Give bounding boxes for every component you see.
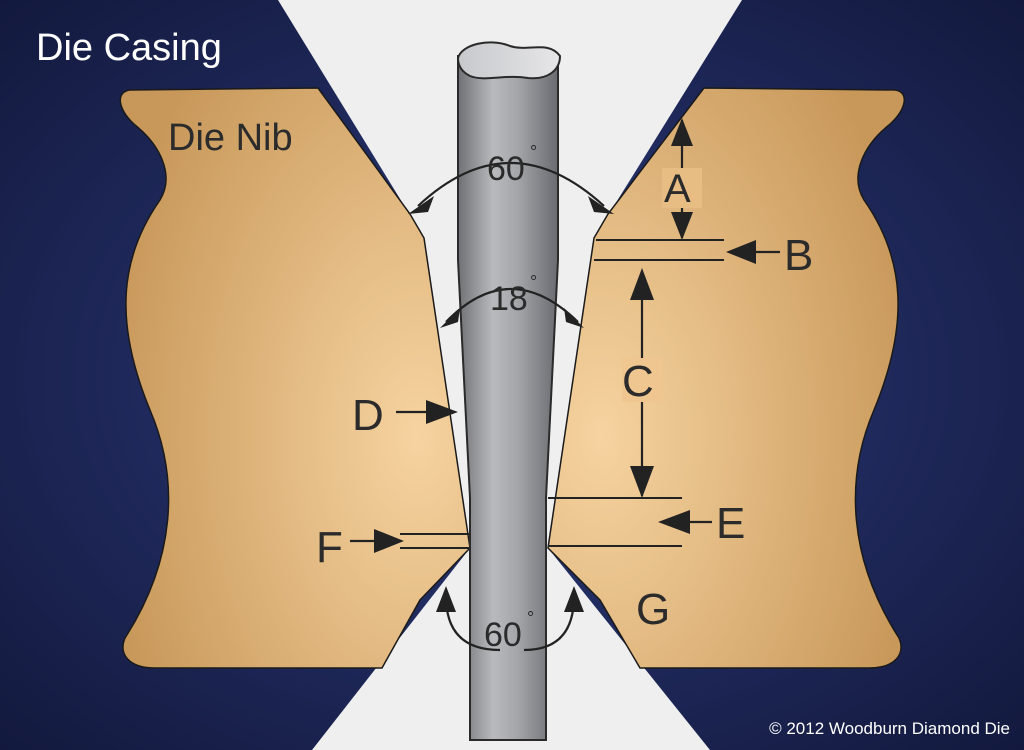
- arrow-head: [630, 466, 654, 498]
- arrow-head: [630, 268, 654, 300]
- zone-g-label: G: [636, 585, 670, 634]
- wire: [457, 55, 559, 741]
- arrow-head: [374, 529, 404, 553]
- entrance-angle-label: 60: [487, 150, 525, 188]
- die-nib-left: [119, 87, 471, 669]
- wire-end: [456, 41, 562, 80]
- zone-f-label: F: [316, 523, 343, 572]
- arrow-head: [426, 400, 458, 424]
- arrow-head: [564, 586, 584, 612]
- exit-angle-degree: °: [527, 608, 534, 628]
- die-nib-right: [547, 87, 905, 669]
- zone-a-label: A: [664, 167, 691, 211]
- zone-c-label: C: [622, 357, 654, 406]
- diagram-title: Die Casing: [36, 27, 222, 69]
- entrance-angle-degree: °: [530, 142, 537, 162]
- exit-angle-label: 60: [484, 616, 522, 654]
- reduction-angle-degree: °: [530, 272, 537, 292]
- arrow-head: [726, 240, 756, 264]
- arrow-head: [436, 586, 456, 612]
- arrow-head: [671, 212, 693, 240]
- die-nib-label: Die Nib: [168, 117, 293, 159]
- zone-d-label: D: [352, 391, 384, 440]
- copyright-notice: © 2012 Woodburn Diamond Die: [769, 719, 1010, 738]
- arrow-head: [671, 118, 693, 146]
- arrow-head: [588, 196, 614, 214]
- arrow-head: [408, 196, 434, 214]
- arrow-head: [564, 308, 584, 328]
- arrow-head: [658, 510, 690, 534]
- reduction-angle-label: 18: [490, 280, 528, 318]
- reduction-angle-arc: [445, 288, 579, 323]
- zone-b-label: B: [784, 231, 813, 280]
- arrow-head: [440, 308, 460, 328]
- zone-e-label: E: [716, 499, 745, 548]
- entrance-angle-arc: [417, 161, 605, 207]
